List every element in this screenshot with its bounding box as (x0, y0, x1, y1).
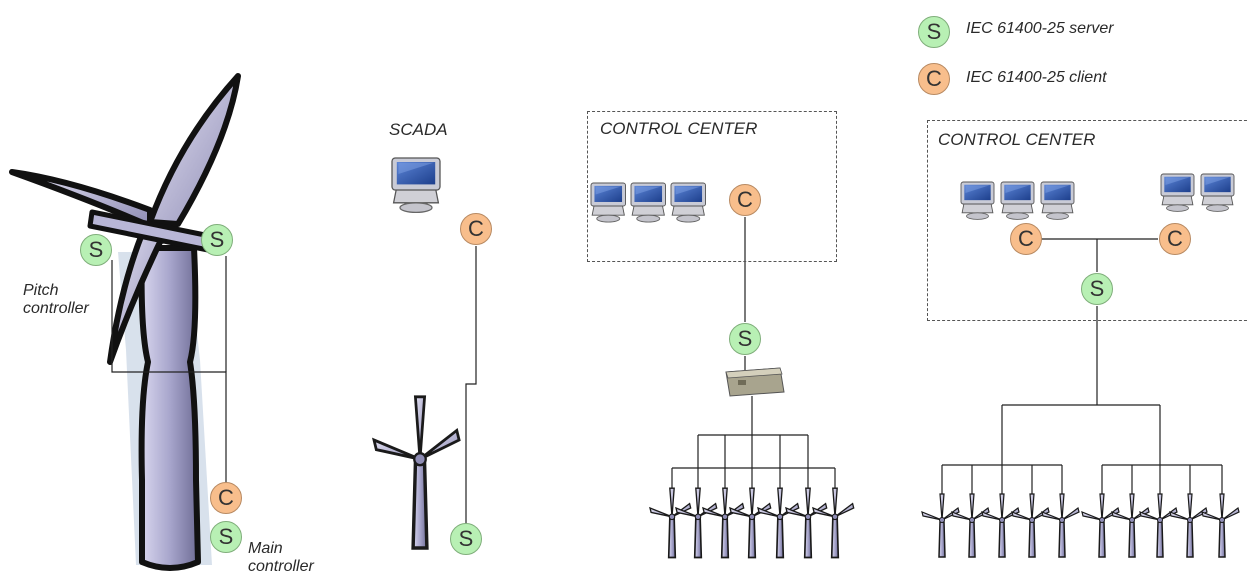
substation-server-node: S (729, 323, 761, 355)
pitch-controller-server-node: S (80, 234, 112, 266)
control-center-1-client-node: C (729, 184, 761, 216)
wind-turbine-icon (757, 487, 800, 559)
control-center-box-2 (927, 120, 1247, 321)
control-center-2-label: CONTROL CENTER (938, 130, 1096, 149)
wind-turbine-icon (951, 493, 990, 558)
wind-turbine-icon (1139, 493, 1178, 558)
wind-turbine-icon (1201, 493, 1240, 558)
legend-server-label: IEC 61400-25 server (966, 20, 1114, 37)
main-controller-client-node: C (210, 482, 242, 514)
pitch-controller-label-line2: controller (23, 300, 89, 318)
scada-turbine-server-node: S (450, 523, 482, 555)
control-center-2-server-node: S (1081, 273, 1113, 305)
scada-client-node: C (460, 213, 492, 245)
cc1-turbine-farm (649, 487, 855, 559)
control-center-2-client-node-right: C (1159, 223, 1191, 255)
main-controller-label-line2: controller (248, 558, 314, 576)
pitch-controller-label-line1: Pitch (23, 282, 59, 299)
main-controller-label: Main controller (248, 540, 314, 577)
turbine-server-node: S (201, 224, 233, 256)
main-controller-server-node: S (210, 521, 242, 553)
wind-turbine-icon (729, 487, 772, 559)
control-center-1-label: CONTROL CENTER (600, 119, 758, 138)
control-center-2-client-node-left: C (1010, 223, 1042, 255)
scada-wind-turbine-icon (372, 394, 461, 550)
wind-turbine-icon (1041, 493, 1080, 558)
wind-turbine-icon (981, 493, 1020, 558)
scada-monitor-icon (391, 157, 441, 214)
wind-turbine-icon (921, 493, 960, 558)
cc2-turbine-farm (921, 493, 1240, 558)
wind-turbine-icon (785, 487, 828, 559)
wind-turbine-icon (1111, 493, 1150, 558)
wind-turbine-icon (1169, 493, 1208, 558)
wind-turbine-icon (675, 487, 718, 559)
substation-box-icon (725, 367, 785, 397)
control-center-box-1 (587, 111, 837, 262)
large-wind-turbine-icon (9, 73, 241, 571)
legend-server-icon: S (918, 16, 950, 48)
legend-client-label: IEC 61400-25 client (966, 69, 1107, 86)
wind-turbine-icon (649, 487, 692, 559)
pitch-controller-label: Pitch controller (23, 282, 89, 319)
wind-turbine-icon (702, 487, 745, 559)
wind-turbine-icon (1081, 493, 1120, 558)
wind-turbine-icon (1011, 493, 1050, 558)
main-controller-label-line1: Main (248, 540, 283, 557)
scada-label: SCADA (389, 120, 448, 139)
wind-turbine-icon (812, 487, 855, 559)
legend-client-icon: C (918, 63, 950, 95)
